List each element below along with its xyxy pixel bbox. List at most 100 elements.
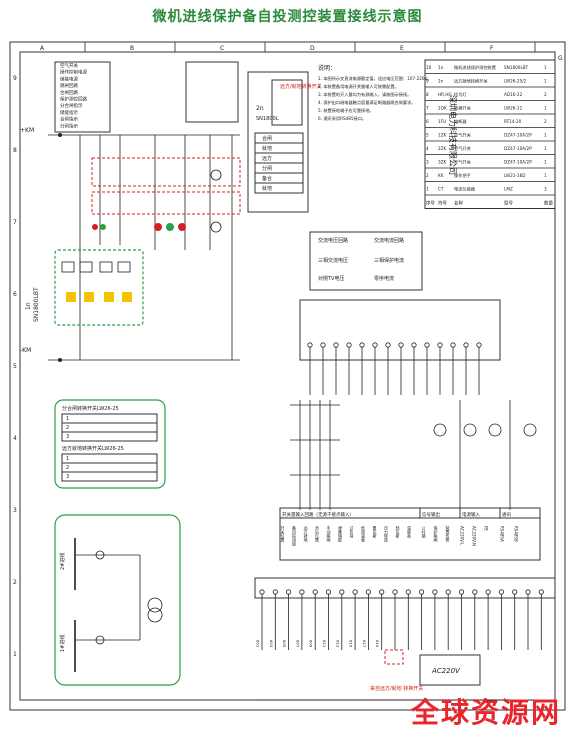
terminal-dot (437, 342, 443, 348)
bom-cell: AD16-22 (504, 92, 523, 97)
busbar-2-label: 2#进线 (59, 553, 66, 570)
bottom-terminal-dot (472, 589, 478, 595)
bottom-terminal-dot (379, 589, 385, 595)
row-number: 1 (13, 651, 17, 658)
notes-list: 1. 本图所示交直流电源额定值，适应电压范围：107-220V。2. 本装置备用… (318, 75, 432, 122)
bottom-red-label: 来自远方/就地 转换开关 (370, 685, 423, 692)
ac-box-row: 三相交流电压 (318, 257, 348, 264)
bom-cell: 1 (544, 65, 547, 70)
bottom-terminal-dot (325, 589, 332, 595)
legend-item: 空气开关 (60, 62, 78, 69)
bottom-output-label: 保护跳闸 (434, 525, 439, 543)
rotary-cell (61, 413, 158, 424)
red-dashed-box-1 (91, 157, 241, 187)
bom-cell: 4 (426, 146, 429, 151)
bom-cell: 5 (426, 133, 429, 138)
bottom-input-label: 合后位置 (315, 525, 320, 543)
rotary-table-2-title: 远方就地转换开关LW26-25 (62, 445, 124, 452)
ac-box-row: 三相保护电流 (374, 257, 404, 264)
terminal-dot (450, 342, 456, 348)
bottom-input-label: 手动跳闸 (327, 525, 332, 543)
ac-circuit-table: 交流电压回路交流电流回路三相交流电压三相保护电流对侧TV电压零序电流 (318, 237, 404, 282)
column-letter: D (310, 45, 315, 52)
bom-cell: CT (438, 187, 444, 192)
bottom-terminal-dot (365, 589, 371, 595)
device-green-box (54, 249, 144, 326)
terminal-dot (398, 342, 404, 348)
rotary-cell (61, 471, 158, 482)
switch-device-model: SN1800L (256, 116, 279, 122)
terminal-dot (424, 342, 430, 348)
switch-symbol-box (271, 79, 303, 126)
row-number: 4 (13, 435, 17, 442)
bottom-input-label: 压力释放 (384, 526, 389, 543)
terminal-dot (307, 342, 313, 348)
ac220-label: AC220V (431, 667, 461, 675)
bottom-header: 电源输入 (462, 511, 480, 518)
bottom-terminal-dot (498, 589, 504, 595)
bottom-io-table: 开关量输入回路（无源干接点输入）信号输出电源输入通讯开关位置备自投闭锁远方就地合… (279, 507, 541, 547)
terminal-dot (333, 342, 339, 348)
column-letter: C (220, 45, 224, 52)
green-lamp-icon (166, 223, 174, 231)
bottom-header: 信号输出 (422, 511, 440, 518)
bom-cell: LMZ (504, 187, 513, 192)
bom-cell: 3 (544, 187, 547, 192)
plus-km-label: +KM (20, 127, 34, 134)
terminal-number: 603 (269, 640, 274, 648)
bottom-input-label: 备自投闭锁 (292, 525, 297, 547)
bottom-terminal-dot (312, 589, 318, 595)
row-number: 7 (13, 219, 17, 226)
bom-cell: 1ZK (438, 133, 447, 138)
bom-cell: 操作把手 (454, 172, 471, 179)
row-number: 2 (13, 579, 17, 586)
bom-cell: 1FU (438, 119, 446, 124)
bom-cell: 3ZK (438, 160, 447, 165)
terminal-dot (463, 342, 469, 348)
switch-box-label: 远方/就地转换开关 (280, 83, 322, 90)
bottom-input-label: 轻瓦斯 (396, 525, 401, 539)
bom-header: 数量 (544, 200, 553, 207)
bottom-power-label: PE (484, 526, 489, 531)
bottom-header: 通讯 (502, 511, 511, 518)
note-line: 4. 保护出口继电器触点容量满足断路器跳合闸要求。 (318, 99, 415, 106)
column-letter: E (400, 45, 404, 52)
terminal-block-middle (299, 299, 501, 361)
bom-cell: DZ47-10A/2P (504, 160, 532, 165)
bom-header: 符号 (438, 200, 447, 207)
bom-cell: LW21-16D (504, 173, 525, 178)
bottom-terminal-dot (418, 589, 425, 595)
bom-cell: 2 (544, 119, 547, 124)
busbar-1-label: 1#进线 (59, 635, 66, 652)
bom-cell: 1 (544, 173, 547, 178)
bom-cell: SN1800LBT (504, 65, 529, 70)
bom-cell: 2ZK (438, 146, 447, 151)
bom-cell: 信号灯 (454, 91, 467, 98)
bottom-terminal-dot (339, 589, 345, 595)
bom-cell: 空气开关 (454, 132, 471, 139)
note-line: 3. 本装置的开入量均为有源输入，请按图示接线。 (318, 91, 411, 98)
bom-cell: HR,HG (438, 92, 452, 97)
bottom-header: 开关量输入回路（无源干接点输入） (282, 511, 354, 518)
bom-cell: 微机进线保护测控装置 (454, 64, 496, 71)
bottom-comm-label: RS485B (514, 526, 519, 542)
side-letter: G (558, 55, 563, 62)
middle-terminals (307, 342, 482, 395)
bom-cell: 2n (438, 79, 444, 84)
bom-cell: 2 (426, 173, 429, 178)
terminal-number: 609 (309, 640, 314, 648)
legend-item: 分闸指示 (60, 122, 78, 129)
bottom-input-label: 弹簧储能 (338, 525, 343, 543)
legend-box-2 (185, 61, 239, 123)
note-line: 5. 装置接地端子应可靠接地。 (318, 107, 374, 114)
rotary-row-label: 2 (66, 465, 69, 471)
control-circuit (48, 133, 240, 362)
legend-item: 跳闸回路 (60, 82, 78, 89)
bom-header: 序号 (426, 200, 435, 207)
busbar-branches (75, 550, 163, 645)
bottom-input-label: 重瓦斯 (373, 525, 378, 539)
bottom-input-label: 开关位置 (281, 526, 286, 543)
rotary-cell (61, 422, 158, 433)
ac-box-row: 零序电流 (374, 275, 394, 282)
